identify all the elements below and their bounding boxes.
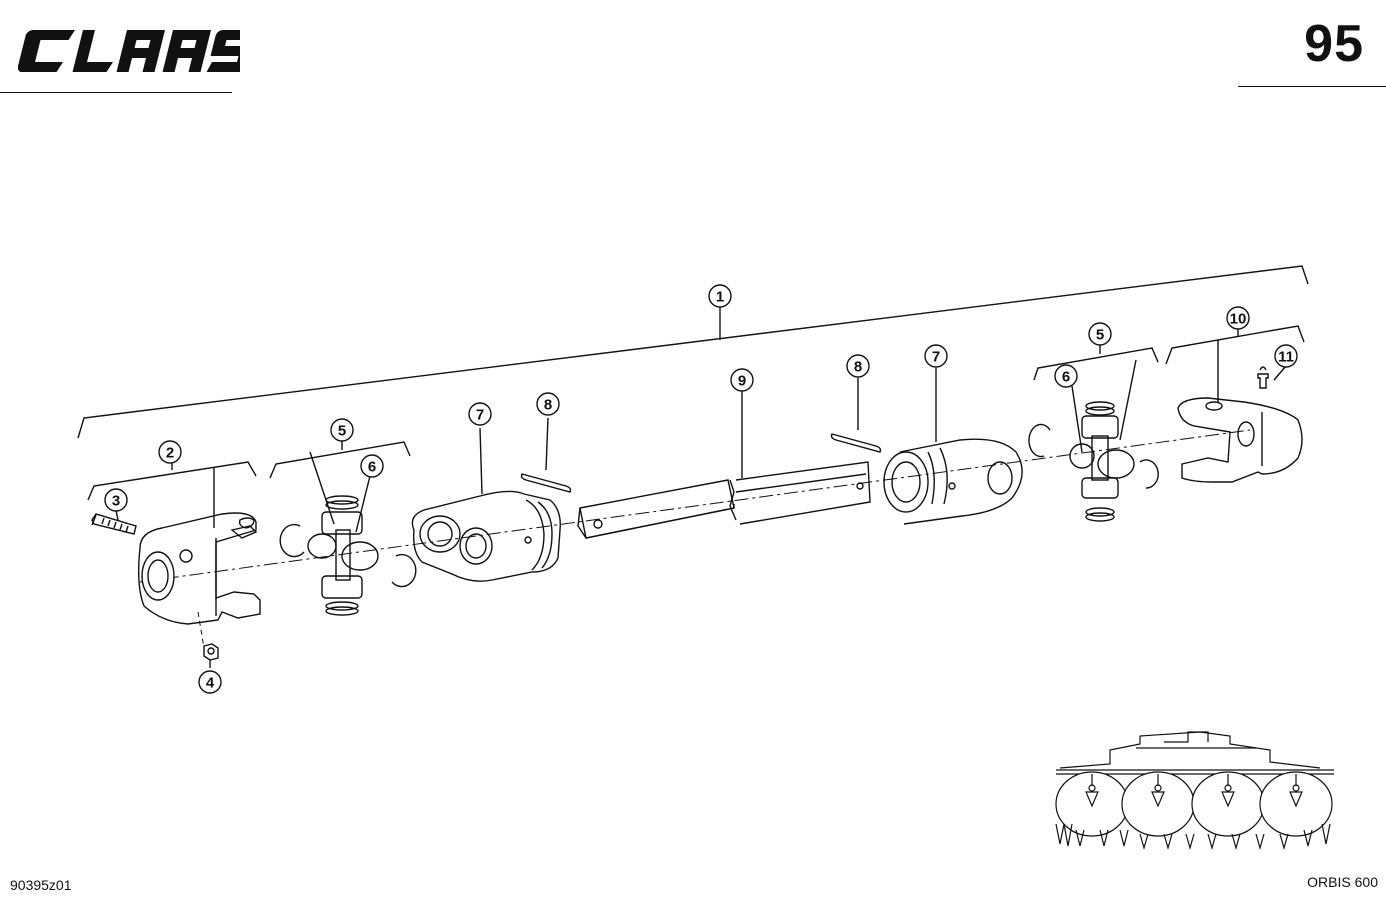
header-rule-right	[1238, 86, 1386, 87]
tube-yoke-right	[883, 438, 1023, 525]
callout-label-6b: 6	[1062, 369, 1070, 386]
callout-label-1: 1	[716, 289, 724, 306]
profile-tubes	[577, 461, 871, 539]
callout-label-7b: 7	[932, 349, 940, 366]
page-number: 95	[1304, 15, 1364, 73]
callout-2	[158, 440, 182, 464]
orbis-machine-overview-icon	[1055, 731, 1334, 851]
callout-label-7: 7	[476, 407, 484, 424]
cross-left	[307, 495, 379, 616]
callout-label-5b: 5	[1096, 327, 1104, 344]
callout-label-10: 10	[1230, 311, 1247, 328]
callout-label-8b: 8	[854, 359, 862, 376]
callout-7-right	[924, 344, 948, 368]
header-rule-left	[0, 92, 232, 93]
bolt	[91, 513, 137, 535]
callout-8-right	[846, 354, 870, 378]
callout-7-left	[468, 402, 492, 426]
callout-label-9: 9	[738, 373, 746, 390]
callout-label-2: 2	[166, 445, 174, 462]
cross-right	[1069, 401, 1135, 522]
callout-label-3: 3	[112, 493, 120, 510]
callout-6-left	[360, 454, 384, 478]
callout-3	[104, 488, 128, 512]
callout-label-4: 4	[206, 675, 215, 692]
callout-5-right	[1088, 322, 1112, 346]
yoke-left	[137, 512, 261, 625]
model-name: ORBIS 600	[1307, 874, 1378, 890]
drawing-id: 90395z01	[10, 877, 72, 893]
callout-label-11: 11	[1278, 349, 1294, 366]
callout-6-right	[1054, 364, 1078, 388]
claas-logo	[18, 30, 240, 72]
callout-8-left	[536, 392, 560, 416]
callout-label-5: 5	[338, 423, 346, 440]
yoke-right	[1177, 397, 1303, 483]
callout-label-8: 8	[544, 397, 552, 414]
callout-10	[1226, 306, 1250, 330]
callout-9	[730, 368, 754, 392]
callout-1	[708, 284, 732, 308]
tube-yoke-left	[411, 490, 561, 582]
callout-5-left	[330, 418, 354, 442]
callout-11	[1274, 344, 1298, 368]
callout-label-6: 6	[368, 459, 376, 476]
callout-4	[198, 670, 222, 694]
